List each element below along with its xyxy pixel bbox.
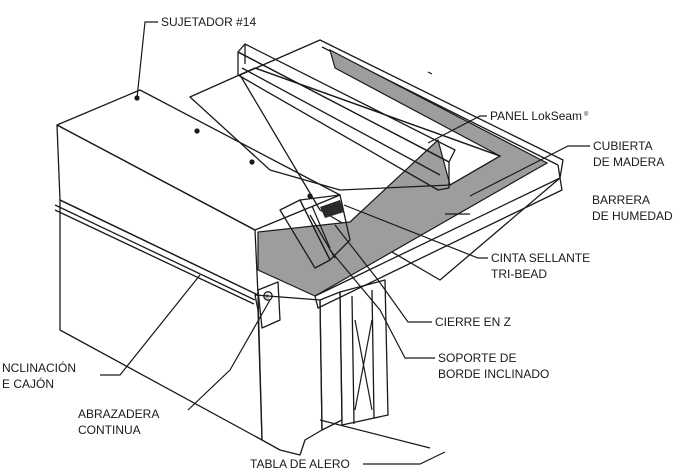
label-abrazadera-line-1: ABRAZADERA	[78, 407, 159, 421]
moisture-barrier	[257, 48, 549, 297]
label-abrazadera-line-2: CONTINUA	[78, 423, 141, 437]
label-cubierta-line-2: DE MADERA	[593, 155, 664, 169]
fastener-dot	[307, 193, 313, 199]
label-cinta-line-2: TRI-BEAD	[491, 267, 547, 281]
label-soporte-line-1: SOPORTE DE	[438, 351, 516, 365]
label-panel: PANEL LokSeam®	[490, 109, 589, 123]
label-cierre: CIERRE EN Z	[435, 315, 511, 329]
stray-mark	[427, 71, 433, 75]
label-cinta-line-1: CINTA SELLANTE	[491, 251, 590, 265]
label-barrera-line-1: BARRERA	[592, 193, 650, 207]
seam-rib-front	[237, 43, 456, 191]
callout-labels: SUJETADOR #14 PANEL LokSeam® CUBIERTA DE…	[2, 15, 673, 471]
fastener-dot	[249, 159, 255, 165]
label-cubierta-line-1: CUBIERTA	[593, 139, 653, 153]
label-sujetador: SUJETADOR #14	[161, 15, 256, 29]
label-tabla: TABLA DE ALERO	[250, 457, 350, 471]
continuous-cleat: ®	[257, 281, 281, 329]
label-soporte-line-2: BORDE INCLINADO	[438, 367, 549, 381]
leader-lines	[100, 21, 590, 465]
fastener-dot	[194, 128, 200, 134]
label-barrera-line-2: DE HUMEDAD	[592, 209, 673, 223]
label-inclinacion-line-1: NCLINACIÓN	[2, 360, 76, 375]
registered-mark: ®	[265, 294, 270, 301]
label-inclinacion-line-2: E CAJÓN	[2, 376, 54, 391]
